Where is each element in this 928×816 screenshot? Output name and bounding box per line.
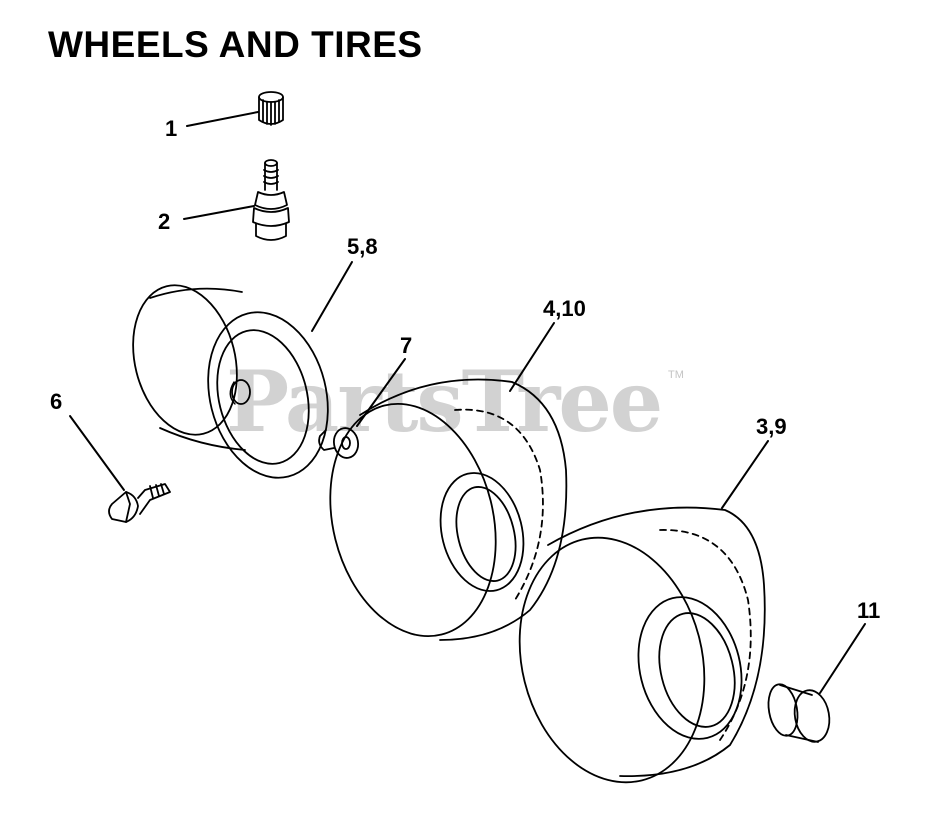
page-title: WHEELS AND TIRES	[48, 24, 423, 65]
callout-4-10: 4,10	[543, 296, 586, 321]
callout-11: 11	[857, 598, 881, 623]
grease-fitting-icon	[108, 483, 171, 523]
leader-line-3-9	[721, 440, 769, 509]
callout-1: 1	[165, 116, 178, 141]
valve-stem-icon	[252, 159, 290, 241]
washer-icon	[318, 427, 360, 459]
wheel-rim-icon	[132, 284, 329, 479]
leader-line-6	[69, 415, 125, 491]
trademark-symbol: TM	[668, 369, 684, 381]
leader-line-1	[186, 111, 259, 127]
leader-line-4-10	[509, 322, 555, 392]
callout-2: 2	[158, 209, 171, 234]
valve-cap-icon	[258, 91, 284, 126]
front-tire-icon	[329, 378, 568, 641]
callout-7: 7	[400, 333, 413, 358]
hub-cap-icon	[767, 683, 831, 743]
leader-line-11	[819, 623, 866, 694]
leader-line-2	[183, 205, 255, 220]
rear-tire-icon	[518, 506, 766, 784]
callout-3-9: 3,9	[756, 414, 787, 439]
leader-line-5-8	[311, 261, 353, 332]
callout-6: 6	[50, 389, 63, 414]
leader-lines	[69, 111, 866, 694]
callout-5-8: 5,8	[347, 234, 378, 259]
